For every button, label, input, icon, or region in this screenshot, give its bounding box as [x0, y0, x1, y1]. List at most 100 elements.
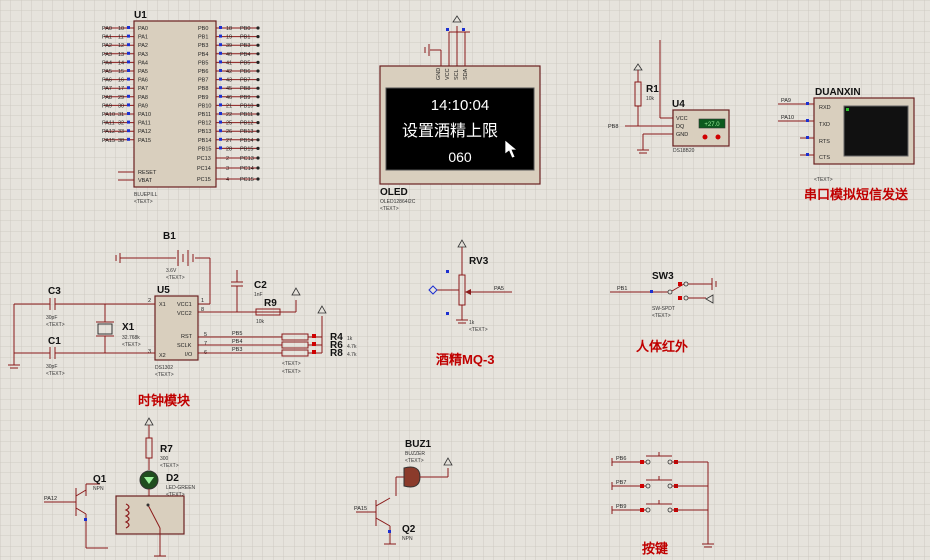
pir-caption: 人体红外: [636, 339, 688, 354]
u5-part: DS1302: [155, 365, 173, 371]
stm32-bluepill[interactable]: U1 PA010PA0PA111PA1PA212PA2PA313PA3PA414…: [102, 10, 260, 205]
u1-net-label: PB13: [240, 129, 253, 135]
u1-pin-pa2: PA2: [138, 43, 148, 49]
u4-gnd: GND: [676, 132, 688, 138]
r9-ref: R9: [264, 298, 277, 309]
u1-pin-num: 46: [226, 95, 232, 101]
u5-text-tag: <TEXT>: [155, 372, 174, 378]
u1-pin-pb14: PB14: [198, 138, 211, 144]
ds18b20-down-button[interactable]: [702, 134, 708, 140]
buz1-ref: BUZ1: [405, 439, 432, 450]
mq3-caption: 酒精MQ-3: [436, 352, 495, 367]
c3-value: 30pF: [46, 315, 57, 321]
duanxin-rxd: RXD: [819, 105, 831, 111]
u1-pin-num: 16: [118, 78, 124, 84]
oled-display[interactable]: GND VCC SCL SDA 14:10:04 设置酒精上限 060 OLED…: [379, 15, 541, 212]
buz1-part: BUZZER: [405, 451, 425, 457]
u1-net-label: PB14: [240, 138, 253, 144]
x1-text-tag: <TEXT>: [122, 342, 141, 348]
key-button-3[interactable]: [640, 500, 708, 513]
u1-net-label: PA3: [102, 52, 112, 58]
q2-ref: Q2: [402, 524, 416, 535]
u1-pin-num: 19: [226, 35, 232, 41]
clock-caption: 时钟模块: [138, 393, 191, 408]
u5-pin3: 3: [148, 349, 151, 355]
d2-part: LED-GREEN: [166, 485, 196, 491]
u1-pin-num: 25: [226, 121, 232, 127]
r6-value: 4.7k: [347, 344, 357, 350]
r9-value: 10k: [256, 319, 265, 325]
key-button-1[interactable]: [640, 452, 708, 465]
sw3-part: SW-SPDT: [652, 306, 675, 312]
duanxin-cts: CTS: [819, 155, 830, 161]
u5-sclk: SCLK: [177, 343, 192, 349]
u1-pin-pb5: PB5: [198, 60, 208, 66]
clock-module[interactable]: B1 3.6V <TEXT> C2 1nF R9 10k U5 X1 X2 VC…: [8, 231, 357, 408]
uart-caption: 串口模拟短信发送: [804, 187, 909, 202]
u1-pin-pa6: PA6: [138, 78, 148, 84]
virtual-terminal[interactable]: DUANXIN RXD TXD RTS CTS PA9 PA10 <TEXT> …: [778, 87, 915, 202]
u1-pin-num: 30: [118, 103, 124, 109]
relay-driver[interactable]: R7 300 <TEXT> D2 LED-GREEN <TEXT> Q1 NPN…: [44, 417, 196, 557]
ds18b20-sensor[interactable]: R1 10k PB8 U4 VCC DQ GND +27.0 DS18B20: [608, 40, 730, 154]
u1-pin-num: 10: [118, 26, 124, 32]
u1-net-label: PB4: [240, 52, 250, 58]
ds18b20-up-button[interactable]: [715, 134, 721, 140]
u1-pin-pb6: PB6: [198, 69, 208, 75]
c3-ref: C3: [48, 286, 61, 297]
u1-net-label: PA9: [102, 103, 112, 109]
buzzer-driver[interactable]: BUZ1 BUZZER <TEXT> PA15 Q2 NPN: [354, 439, 453, 545]
oled-sda-pin: SDA: [463, 68, 469, 80]
ds18b20-lcd: [698, 118, 726, 129]
oled-value: 060: [448, 149, 472, 165]
relay-net: PA12: [44, 496, 57, 502]
u1-pin-pb10: PB10: [198, 103, 211, 109]
relay-coil: [124, 503, 130, 529]
ds18b20-reading: +27.0: [704, 122, 720, 128]
u4-part: DS18B20: [673, 148, 695, 154]
u1-pin-pa12: PA12: [138, 129, 151, 135]
u1-pin-pb11: PB11: [198, 112, 211, 118]
u1-pin-pa10: PA10: [138, 112, 151, 118]
u1-pin-pa15: PA15: [138, 138, 151, 144]
u1-net-label: PA5: [102, 69, 112, 75]
c3-text-tag: <TEXT>: [46, 322, 65, 328]
u5-x2: X2: [159, 353, 166, 359]
u1-net-label: PB12: [240, 121, 253, 127]
u1-pin-num: 17: [118, 86, 124, 92]
u1-net-label: PA11: [102, 121, 115, 127]
u1-pin-pb9: PB9: [198, 95, 208, 101]
pir-net: PB1: [617, 286, 627, 292]
u1-pin-pa5: PA5: [138, 69, 148, 75]
pir-switch[interactable]: SW3 PB1 SW-SPDT <TEXT> 人体红外: [610, 271, 717, 354]
r8-value: 4.7k: [347, 352, 357, 358]
key-buttons[interactable]: PB6 PB7 PB9 按键: [611, 452, 714, 556]
u1-net-label: PA12: [102, 129, 115, 135]
buzzer-icon: [403, 466, 421, 488]
u1-pin-pb13: PB13: [198, 129, 211, 135]
q2-type: NPN: [402, 536, 413, 542]
u1-net-label: PB0: [240, 26, 250, 32]
u1-pc14: PC14: [197, 166, 211, 172]
u1-pin-num: 41: [226, 60, 232, 66]
u1-net-label: PB7: [240, 78, 250, 84]
u1-pin-num: 11: [118, 35, 124, 41]
d2-text-tag: <TEXT>: [166, 492, 185, 498]
u1-pin-num: 18: [226, 26, 232, 32]
u1-pin-num: 42: [226, 69, 232, 75]
oled-message: 设置酒精上限: [402, 122, 498, 140]
duanxin-text-tag: <TEXT>: [814, 177, 833, 183]
key-button-2[interactable]: [640, 476, 708, 489]
key-net-pb6: PB6: [616, 456, 626, 462]
mq3-sensor[interactable]: RV3 PA5 1k <TEXT> 酒精MQ-3: [428, 239, 512, 367]
u5-pin1: 1: [201, 298, 204, 304]
u5-vcc1: VCC1: [177, 302, 192, 308]
r7-ref: R7: [160, 444, 173, 455]
u1-net-label: PB3: [240, 43, 250, 49]
u1-net-label: PC15: [240, 177, 254, 183]
u1-pin-pb4: PB4: [198, 52, 208, 58]
u1-pin-num: 22: [226, 112, 232, 118]
u1-pin-num: 45: [226, 86, 232, 92]
key-net-pb9: PB9: [616, 504, 626, 510]
